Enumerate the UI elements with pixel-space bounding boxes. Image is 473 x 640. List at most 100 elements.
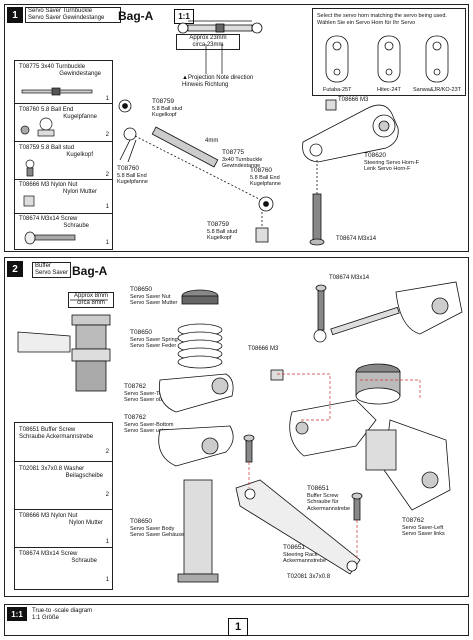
step2-approx-line2: circa 8mm [77, 300, 105, 306]
step2-title-line2: Servo Saver [35, 270, 69, 276]
callout-code: T08762 [124, 414, 147, 421]
horn-f-letter: F [337, 55, 342, 62]
page-number: 1 [228, 618, 248, 636]
callout-code: T08650 [130, 329, 153, 336]
parts-item: T08759 5.8 Ball stud Kugelkopf 2 [19, 145, 111, 178]
callout-horn: T08620 Steering Servo Horn-F Lenk Servo … [364, 152, 419, 173]
step1-scale-badge: 1:1 [174, 9, 194, 24]
callout-line: 5.8 Ball End [117, 172, 147, 179]
parts-item: T08651 Buffer Screw Schraube Ackermannst… [19, 427, 111, 455]
part-qty: 1 [105, 240, 109, 246]
step1-approx-line1: Approx 23mm [189, 35, 227, 41]
parts-item: T02081 3x7x0.8 Washer Beilagscheibe 2 [19, 466, 111, 498]
part-code: T02081 3x7x0.8 Washer [19, 466, 85, 472]
callout-saver-body: T08650 Servo Saver Body Servo Saver Gehä… [130, 518, 184, 539]
horn-option-sanwa: S Sanwa&JR/KO-23T [413, 29, 465, 95]
callout-code: T08762 [402, 517, 425, 524]
callout-line: Servo Saver-Left [402, 524, 444, 531]
horn-h-letter: H [389, 55, 395, 62]
callout-line: Servo Saver Nut [130, 293, 171, 300]
part-qty: 2 [105, 172, 109, 178]
callout-line: Servo Saver Feder [130, 343, 177, 349]
step2-bag-label: Bag-A [72, 264, 108, 278]
callout-saver-spring: T08650 Servo Saver Spring Servo Saver Fe… [130, 329, 178, 350]
callout-line: Servo Saver unten [124, 428, 170, 434]
part-code: T08666 M3 Nylon Nut [19, 513, 78, 519]
horn-f-label: Futaba-25T [323, 87, 352, 93]
divider [15, 179, 112, 180]
step2-number: 2 [7, 261, 23, 277]
callout-line: Servo Saver Mutter [130, 300, 178, 306]
callout-line: Kugelpfanne [117, 179, 148, 185]
step1-title: Servo Saver Turnbuckle Servo Saver Gewin… [25, 7, 121, 23]
step1-approx-box: Approx 23mm circa 23mm [176, 34, 240, 50]
horn-note-line2: Wählen Sie ein Servo Horn für Ihr Servo [317, 20, 416, 26]
callout-code: T08760 [117, 165, 140, 172]
part-name: Schraube [71, 558, 97, 564]
part-name: Schraube [63, 223, 89, 229]
footer-note: True-to -scale diagram 1:1 Größe [32, 608, 92, 622]
horn-select-box: Select the servo horn matching the servo… [312, 8, 466, 96]
step1-parts-list: T08775 3x40 Turnbuckle Gewindestange 1 T… [14, 60, 113, 250]
callout-code: T08762 [124, 383, 147, 390]
step2-frame [4, 257, 469, 597]
part-name: Kugelpfanne [63, 114, 97, 120]
callout-line: Servo Saver links [402, 531, 445, 537]
step1-title-line1: Servo Saver Turnbuckle [28, 8, 93, 14]
callout-line: Servo Saver oben [124, 397, 169, 403]
callout-line: Servo Saver-Bottom [124, 421, 174, 428]
step1-projection-line1: ▲Projection Note direction [182, 75, 254, 81]
callout-line: Lenk Servo Horn-F [364, 166, 411, 172]
part-name: Schraube Ackermannstrebe [19, 434, 94, 440]
divider [15, 461, 112, 462]
horn-note-line1: Select the servo horn matching the servo… [317, 13, 447, 19]
parts-item: T08666 M3 Nylon Nut Nylon Mutter 1 [19, 513, 111, 545]
step2-approx-box: Approx 8mm circa 8mm [68, 292, 114, 308]
step1-approx-line2: circa 23mm [192, 42, 224, 48]
step1-title-line2: Servo Saver Gewindestange [28, 15, 105, 21]
step1-frame [4, 4, 469, 252]
step2-title: Buffer Servo Saver [32, 262, 72, 278]
step2-parts-list: T08651 Buffer Screw Schraube Ackermannst… [14, 422, 113, 590]
callout-steering-rack: T08651 Steering Rack Ackermannstrebe [283, 544, 326, 565]
divider [15, 103, 112, 104]
callout-nut: T08666 M3 [338, 97, 369, 103]
part-qty: 2 [105, 449, 109, 455]
horn-option-futaba: F Futaba-25T [319, 29, 363, 95]
parts-item: T08674 M3x14 Screw Schraube 1 [19, 216, 111, 246]
step1-bag-label: Bag-A [118, 9, 154, 23]
part-code: T08651 Buffer Screw [19, 427, 76, 433]
horn-option-hitec: H Hitec-24T [371, 29, 415, 95]
part-qty: 1 [105, 577, 109, 583]
callout-length: 4mm [205, 138, 219, 144]
callout-line: Servo Saver Spring [130, 336, 178, 343]
callout-line: Kugelpfanne [250, 181, 281, 187]
callout-code: T08759 [207, 221, 230, 228]
callout-line: Servo Saver-Top [124, 390, 165, 397]
part-qty: 1 [105, 96, 109, 102]
callout-stud-top: T08759 5.8 Ball stud Kugelkopf [152, 98, 182, 119]
callout-line: 5.8 Ball stud [207, 228, 238, 235]
part-qty: 1 [105, 204, 109, 210]
callout-saver-nut: T08650 Servo Saver Nut Servo Saver Mutte… [130, 286, 178, 307]
step2-approx-line1: Approx 8mm [73, 293, 108, 299]
step1-projection-line2: Hinweis Richtung [182, 82, 229, 88]
horn-s-letter: S [437, 55, 442, 62]
parts-item: T08666 M3 Nylon Nut Nylon Mutter 1 [19, 182, 111, 210]
footer-line2: 1:1 Größe [32, 615, 60, 621]
callout-end-left: T08760 5.8 Ball End Kugelpfanne [117, 165, 148, 186]
callout-code: T08650 [130, 518, 153, 525]
part-name: Gewindestange [59, 71, 101, 77]
callout-line: Ackermannstrebe [307, 505, 351, 512]
footer-scale-badge: 1:1 [7, 607, 27, 621]
part-code: T08759 5.8 Ball stud [19, 145, 75, 151]
part-qty: 2 [105, 492, 109, 498]
horn-h-label: Hitec-24T [377, 87, 401, 93]
step1-number: 1 [7, 7, 23, 23]
callout-buffer-screw: T08651 Buffer Screw Schraube für Ackerma… [307, 485, 351, 512]
callout-saver-top: T08762 Servo Saver-Top Servo Saver oben [124, 383, 169, 404]
divider [15, 509, 112, 510]
footer-line1: True-to -scale diagram [32, 608, 93, 614]
step1-projection-note: ▲Projection Note direction Hinweis Richt… [182, 75, 253, 89]
parts-item: T08775 3x40 Turnbuckle Gewindestange 1 [19, 64, 111, 102]
